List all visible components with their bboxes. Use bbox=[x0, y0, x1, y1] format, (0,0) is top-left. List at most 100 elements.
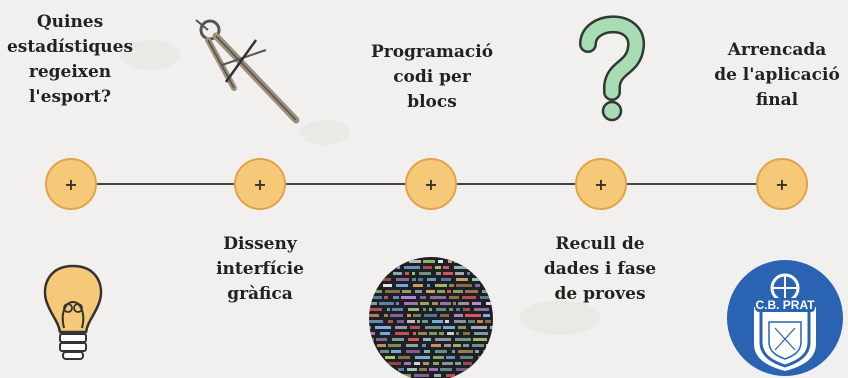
code-line-segment bbox=[423, 266, 432, 269]
code-line-segment bbox=[443, 326, 455, 329]
compass-icon bbox=[195, 19, 300, 124]
code-line-segment bbox=[472, 302, 481, 305]
code-line-segment bbox=[493, 296, 496, 299]
code-line-segment bbox=[369, 278, 377, 281]
code-line-segment bbox=[456, 278, 468, 281]
code-line-segment bbox=[412, 272, 415, 275]
timeline-node-1[interactable]: + bbox=[45, 158, 97, 210]
step-5-label: Arrencada de l'aplicació final bbox=[714, 40, 840, 110]
code-line-segment bbox=[369, 326, 371, 329]
code-line-segment bbox=[427, 278, 436, 281]
code-line-segment bbox=[467, 272, 470, 275]
code-line-segment bbox=[404, 302, 418, 305]
code-line-segment bbox=[408, 338, 419, 341]
lightbulb-icon bbox=[43, 264, 103, 360]
code-line-segment bbox=[472, 260, 482, 263]
code-line-segment bbox=[444, 344, 451, 347]
code-line-segment bbox=[369, 350, 376, 353]
code-line-segment bbox=[486, 266, 492, 269]
code-line-segment bbox=[490, 326, 493, 329]
code-line-segment bbox=[419, 272, 431, 275]
code-line-segment bbox=[458, 302, 469, 305]
code-line-segment bbox=[412, 278, 416, 281]
code-line-segment bbox=[441, 278, 451, 281]
code-line-segment bbox=[405, 272, 409, 275]
code-line-segment bbox=[410, 326, 420, 329]
code-line-segment bbox=[438, 260, 443, 263]
code-line-segment bbox=[382, 374, 397, 377]
code-line-segment bbox=[456, 368, 470, 371]
code-line-segment bbox=[440, 368, 452, 371]
timeline-node-4[interactable]: + bbox=[575, 158, 627, 210]
code-line-segment bbox=[460, 374, 474, 377]
code-line-segment bbox=[387, 308, 390, 311]
code-line-segment bbox=[473, 272, 487, 275]
timeline-node-2[interactable]: + bbox=[234, 158, 286, 210]
code-line-segment bbox=[432, 320, 443, 323]
code-line-segment bbox=[369, 356, 382, 359]
code-line-segment bbox=[393, 260, 404, 263]
code-line-segment bbox=[475, 284, 480, 287]
code-line-segment bbox=[449, 296, 459, 299]
code-line-segment bbox=[474, 368, 478, 371]
code-line-segment bbox=[453, 302, 456, 305]
timeline-node-3[interactable]: + bbox=[405, 158, 457, 210]
code-line-segment bbox=[395, 332, 409, 335]
code-line-segment bbox=[473, 338, 487, 341]
code-line-segment bbox=[385, 362, 401, 365]
code-line-segment bbox=[465, 314, 481, 317]
code-line-segment bbox=[435, 350, 447, 353]
code-line-segment bbox=[434, 374, 441, 377]
code-line-segment bbox=[413, 332, 416, 335]
code-line-segment bbox=[447, 290, 451, 293]
code-line-segment bbox=[456, 284, 472, 287]
code-line-segment bbox=[472, 344, 484, 347]
code-line-segment bbox=[397, 266, 400, 269]
code-line-segment bbox=[440, 314, 449, 317]
code-line-segment bbox=[369, 266, 374, 269]
code-line-segment bbox=[392, 308, 403, 311]
code-line-segment bbox=[396, 278, 409, 281]
code-line-segment bbox=[369, 272, 374, 275]
code-line-segment bbox=[463, 362, 472, 365]
code-line-segment bbox=[402, 290, 411, 293]
code-line-segment bbox=[414, 362, 420, 365]
code-line-segment bbox=[418, 332, 427, 335]
code-line-segment bbox=[433, 362, 439, 365]
code-line-segment bbox=[369, 362, 382, 365]
code-line-segment bbox=[433, 356, 444, 359]
code-line-segment bbox=[427, 284, 430, 287]
code-line-segment bbox=[477, 362, 486, 365]
timeline-node-5[interactable]: + bbox=[756, 158, 808, 210]
code-screen-icon bbox=[369, 257, 496, 378]
code-line-segment bbox=[379, 302, 394, 305]
code-line-segment bbox=[391, 350, 401, 353]
code-line-segment bbox=[484, 278, 493, 281]
code-line-segment bbox=[417, 320, 420, 323]
code-line-segment bbox=[436, 272, 441, 275]
code-line-segment bbox=[454, 260, 462, 263]
code-line-segment bbox=[454, 320, 466, 323]
code-line-segment bbox=[445, 320, 449, 323]
code-line-segment bbox=[429, 308, 432, 311]
code-line-segment bbox=[442, 362, 453, 365]
code-line-segment bbox=[453, 344, 461, 347]
code-line-segment bbox=[436, 308, 446, 311]
code-line-segment bbox=[377, 272, 388, 275]
code-line-segment bbox=[480, 296, 491, 299]
code-line-segment bbox=[388, 320, 393, 323]
code-line-segment bbox=[482, 290, 493, 293]
code-line-segment bbox=[413, 314, 421, 317]
code-line-segment bbox=[460, 356, 473, 359]
code-line-segment bbox=[447, 332, 454, 335]
code-line-segment bbox=[415, 356, 430, 359]
code-line-segment bbox=[478, 356, 493, 359]
code-line-segment bbox=[480, 368, 493, 371]
code-line-segment bbox=[369, 332, 375, 335]
code-line-segment bbox=[393, 272, 402, 275]
code-line-segment bbox=[483, 314, 490, 317]
code-line-segment bbox=[422, 320, 428, 323]
code-line-segment bbox=[376, 338, 387, 341]
step-1-label: Quines estadístiques regeixen l'esport? bbox=[6, 12, 134, 107]
code-line-segment bbox=[407, 368, 417, 371]
